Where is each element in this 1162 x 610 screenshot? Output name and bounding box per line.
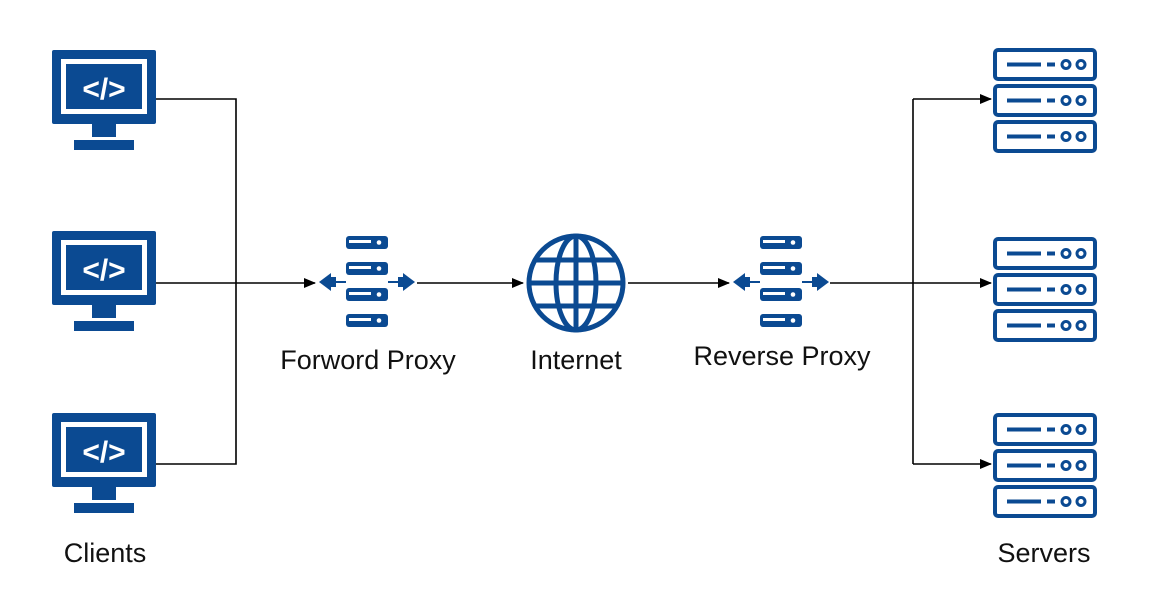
client-code-glyph: </>	[82, 73, 125, 106]
client-code-glyph: </>	[82, 436, 125, 469]
client-1-connector	[156, 98, 237, 283]
client-code-glyph: </>	[82, 254, 125, 287]
client-connectors	[156, 98, 316, 465]
client-3-connector	[156, 283, 237, 465]
client-3: </>	[52, 413, 156, 513]
client-2: </>	[52, 231, 156, 331]
reverse-proxy-label: Reverse Proxy	[693, 341, 871, 371]
client-1: </>	[52, 50, 156, 150]
forward-proxy-label: Forword Proxy	[280, 345, 456, 375]
reverse-proxy-icon	[732, 235, 830, 328]
clients-label: Clients	[63, 538, 147, 568]
servers-label: Servers	[997, 538, 1091, 568]
globe-icon	[526, 233, 626, 333]
forward-proxy-icon	[318, 235, 416, 328]
server-rack-icon	[993, 237, 1097, 342]
server-connectors	[830, 94, 992, 469]
server-rack-icon	[993, 413, 1097, 518]
internet-label: Internet	[530, 345, 622, 375]
server-rack-icon	[993, 48, 1097, 153]
